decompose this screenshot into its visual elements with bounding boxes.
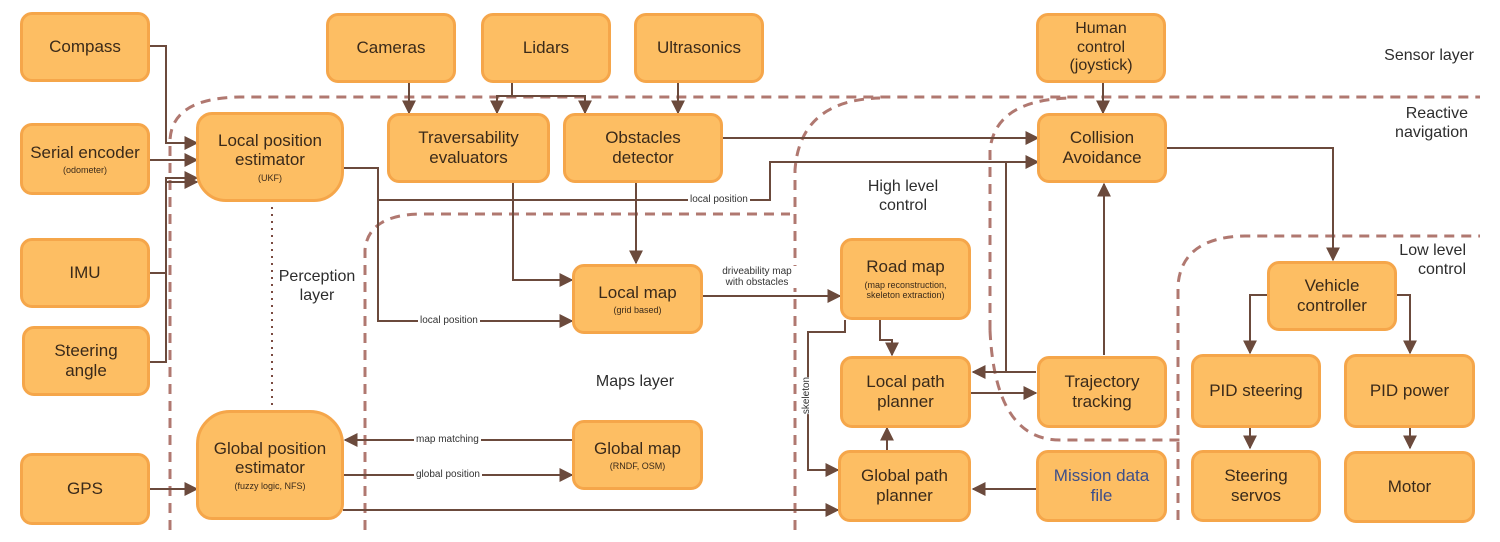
sensor-layer-label: Sensor layer xyxy=(1384,47,1474,64)
reactive-navigation-label: Reactive navigation xyxy=(1395,105,1468,142)
arrow-localpos-collision xyxy=(378,155,1040,201)
obstacles-detector-node: Obstacles detector xyxy=(563,113,723,183)
pid-power-node: PID power xyxy=(1344,354,1475,428)
arrow-vehicle-pidsteering xyxy=(1243,294,1268,355)
edge-label-driveability: driveability map with obstacles xyxy=(707,266,807,288)
reactive-bottom-boundary xyxy=(988,329,1180,442)
pid-steering-node: PID steering xyxy=(1191,354,1321,428)
road-map-node: Road map(map reconstruction, skeleton ex… xyxy=(840,238,971,320)
layer-boundaries xyxy=(168,95,1480,530)
edge-label-local-position-top: local position xyxy=(688,194,750,205)
arrow-traversability-localmap xyxy=(512,183,574,287)
arrow-imu-localpos xyxy=(150,171,199,274)
edge-label-map-matching: map matching xyxy=(414,434,481,445)
global-position-estimator-node: Global position estimator(fuzzy logic, N… xyxy=(196,410,344,520)
gps-node: GPS xyxy=(20,453,150,525)
global-map-node: Global map(RNDF, OSM) xyxy=(572,420,703,490)
lidars-node: Lidars xyxy=(481,13,611,83)
ultrasonics-node: Ultrasonics xyxy=(634,13,764,83)
serial-encoder-node: Serial encoder(odometer) xyxy=(20,123,150,195)
arrow-roadmap-localpath xyxy=(879,320,899,357)
motor-node: Motor xyxy=(1344,451,1475,523)
local-path-planner-node: Local path planner xyxy=(840,356,971,428)
arrow-steering-localpos xyxy=(150,175,199,363)
arrow-lidars-obstacles xyxy=(512,95,592,115)
high-level-control-label: High level control xyxy=(867,178,939,215)
arrow-roadmap-globalpath-skeleton xyxy=(807,320,846,477)
edge-label-local-position-map: local position xyxy=(418,315,480,326)
compass-node: Compass xyxy=(20,12,150,82)
traversability-node: Traversability evaluators xyxy=(387,113,550,183)
vehicle-controller-node: Vehicle controller xyxy=(1267,261,1397,331)
global-path-planner-node: Global path planner xyxy=(838,450,971,522)
arrow-collision-link xyxy=(1005,161,1038,372)
sensor-layer-boundary xyxy=(168,95,1480,530)
arrow-lidars-traversability xyxy=(490,83,513,115)
edge-label-global-position: global position xyxy=(414,469,482,480)
local-position-estimator-node: Local position estimator(UKF) xyxy=(196,112,344,202)
perception-layer-boundary xyxy=(363,212,790,530)
edge-label-skeleton: skeleton xyxy=(801,376,813,415)
steering-servos-node: Steering servos xyxy=(1191,450,1321,522)
mission-data-file-node: Mission data file xyxy=(1036,450,1167,522)
human-control-node: Human control (joystick) xyxy=(1036,13,1166,83)
maps-layer-label: Maps layer xyxy=(595,373,675,390)
reactive-boundary xyxy=(988,96,1071,330)
arrow-localpos-localmap xyxy=(343,167,574,328)
cameras-node: Cameras xyxy=(326,13,456,83)
steering-angle-node: Steering angle xyxy=(22,326,150,396)
collision-avoidance-node: Collision Avoidance xyxy=(1037,113,1167,183)
arrow-collision-vehicle xyxy=(1167,147,1340,262)
high-level-boundary xyxy=(793,96,881,530)
perception-layer-label: Perception layer xyxy=(278,268,356,305)
local-map-node: Local map(grid based) xyxy=(572,264,703,334)
imu-node: IMU xyxy=(20,238,150,308)
trajectory-tracking-node: Trajectory tracking xyxy=(1037,356,1167,428)
arrow-compass-localpos xyxy=(150,45,199,150)
arrow-vehicle-pidpower xyxy=(1393,294,1417,355)
low-level-control-label: Low level control xyxy=(1399,242,1466,279)
low-level-boundary xyxy=(1176,234,1480,520)
